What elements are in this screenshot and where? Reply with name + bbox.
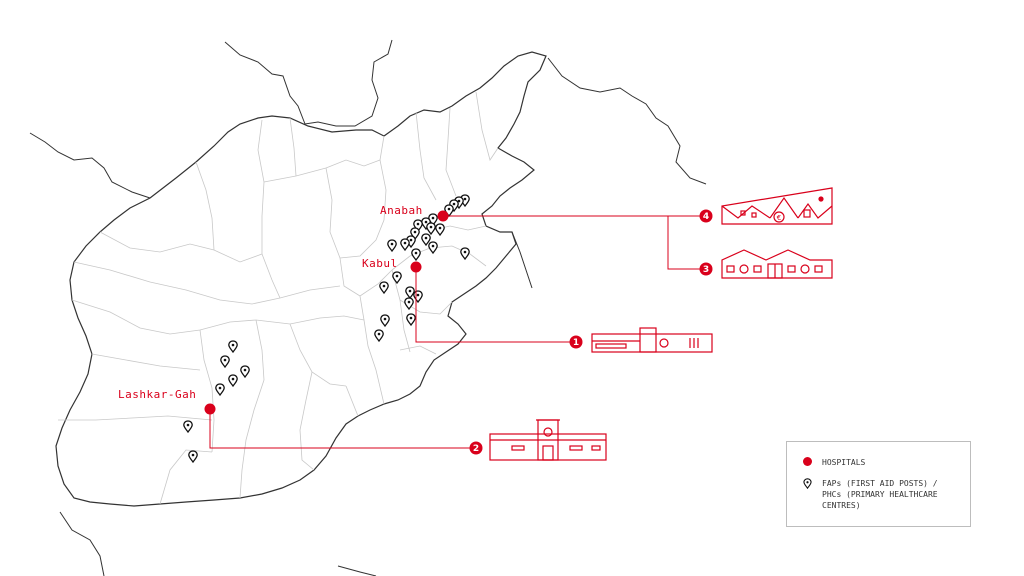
fap-marker	[228, 374, 238, 387]
hospital-1-building-icon	[591, 327, 713, 353]
fap-marker	[428, 241, 438, 254]
map-legend: HOSPITALS FAPs (FIRST AID POSTS) / PHCs …	[786, 441, 971, 527]
hospital-4-building-icon: €	[721, 187, 833, 225]
badge-3-label: 3	[703, 265, 709, 275]
fap-marker	[374, 329, 384, 342]
svg-text:€: €	[777, 214, 781, 222]
fap-marker	[460, 247, 470, 260]
fap-marker	[380, 314, 390, 327]
badge-2: 2	[469, 441, 483, 455]
neighbor-borders	[29, 39, 707, 576]
hospital-dot-lashkar-gah	[204, 403, 216, 415]
fap-marker	[240, 365, 250, 378]
legend-row-hospitals: HOSPITALS	[803, 457, 865, 468]
fap-marker	[413, 290, 423, 303]
fap-marker	[411, 248, 421, 261]
legend-faps-label: FAPs (FIRST AID POSTS) / PHCs (PRIMARY H…	[822, 478, 938, 511]
fap-marker	[215, 383, 225, 396]
badge-4-label: 4	[703, 212, 709, 222]
province-borders	[58, 91, 499, 505]
hospital-2-building-icon	[489, 419, 607, 461]
country-border	[55, 51, 547, 507]
legend-faps-line-2: PHCs (PRIMARY HEALTHCARE	[822, 490, 938, 499]
city-label-lashkar-gah: Lashkar-Gah	[118, 388, 196, 401]
legend-hospitals-label: HOSPITALS	[822, 458, 866, 467]
badge-1: 1	[569, 335, 583, 349]
fap-marker	[405, 286, 415, 299]
legend-faps-line-3: CENTRES)	[822, 501, 861, 510]
badge-2-label: 2	[473, 444, 479, 454]
fap-marker	[387, 239, 397, 252]
fap-marker	[379, 281, 389, 294]
hospital-dot-kabul	[410, 261, 422, 273]
badge-1-label: 1	[573, 338, 579, 348]
hospital-3-building-icon	[721, 249, 833, 279]
fap-marker	[406, 313, 416, 326]
fap-marker	[435, 223, 445, 236]
hospital-dot-anabah	[437, 210, 449, 222]
fap-marker	[228, 340, 238, 353]
badge-4: 4	[699, 209, 713, 223]
fap-marker	[400, 238, 410, 251]
legend-row-faps: FAPs (FIRST AID POSTS) / PHCs (PRIMARY H…	[803, 478, 938, 511]
fap-marker	[188, 450, 198, 463]
city-label-kabul: Kabul	[362, 257, 398, 270]
fap-marker	[392, 271, 402, 284]
badge-3: 3	[699, 262, 713, 276]
fap-marker	[426, 222, 436, 235]
city-label-anabah: Anabah	[380, 204, 423, 217]
fap-marker	[220, 355, 230, 368]
map-pin-icon	[803, 478, 812, 489]
connector-lines	[209, 215, 700, 449]
fap-marker	[183, 420, 193, 433]
fap-markers	[183, 194, 470, 463]
hospital-dot-icon	[803, 457, 812, 466]
legend-faps-line-1: FAPs (FIRST AID POSTS) /	[822, 479, 938, 488]
